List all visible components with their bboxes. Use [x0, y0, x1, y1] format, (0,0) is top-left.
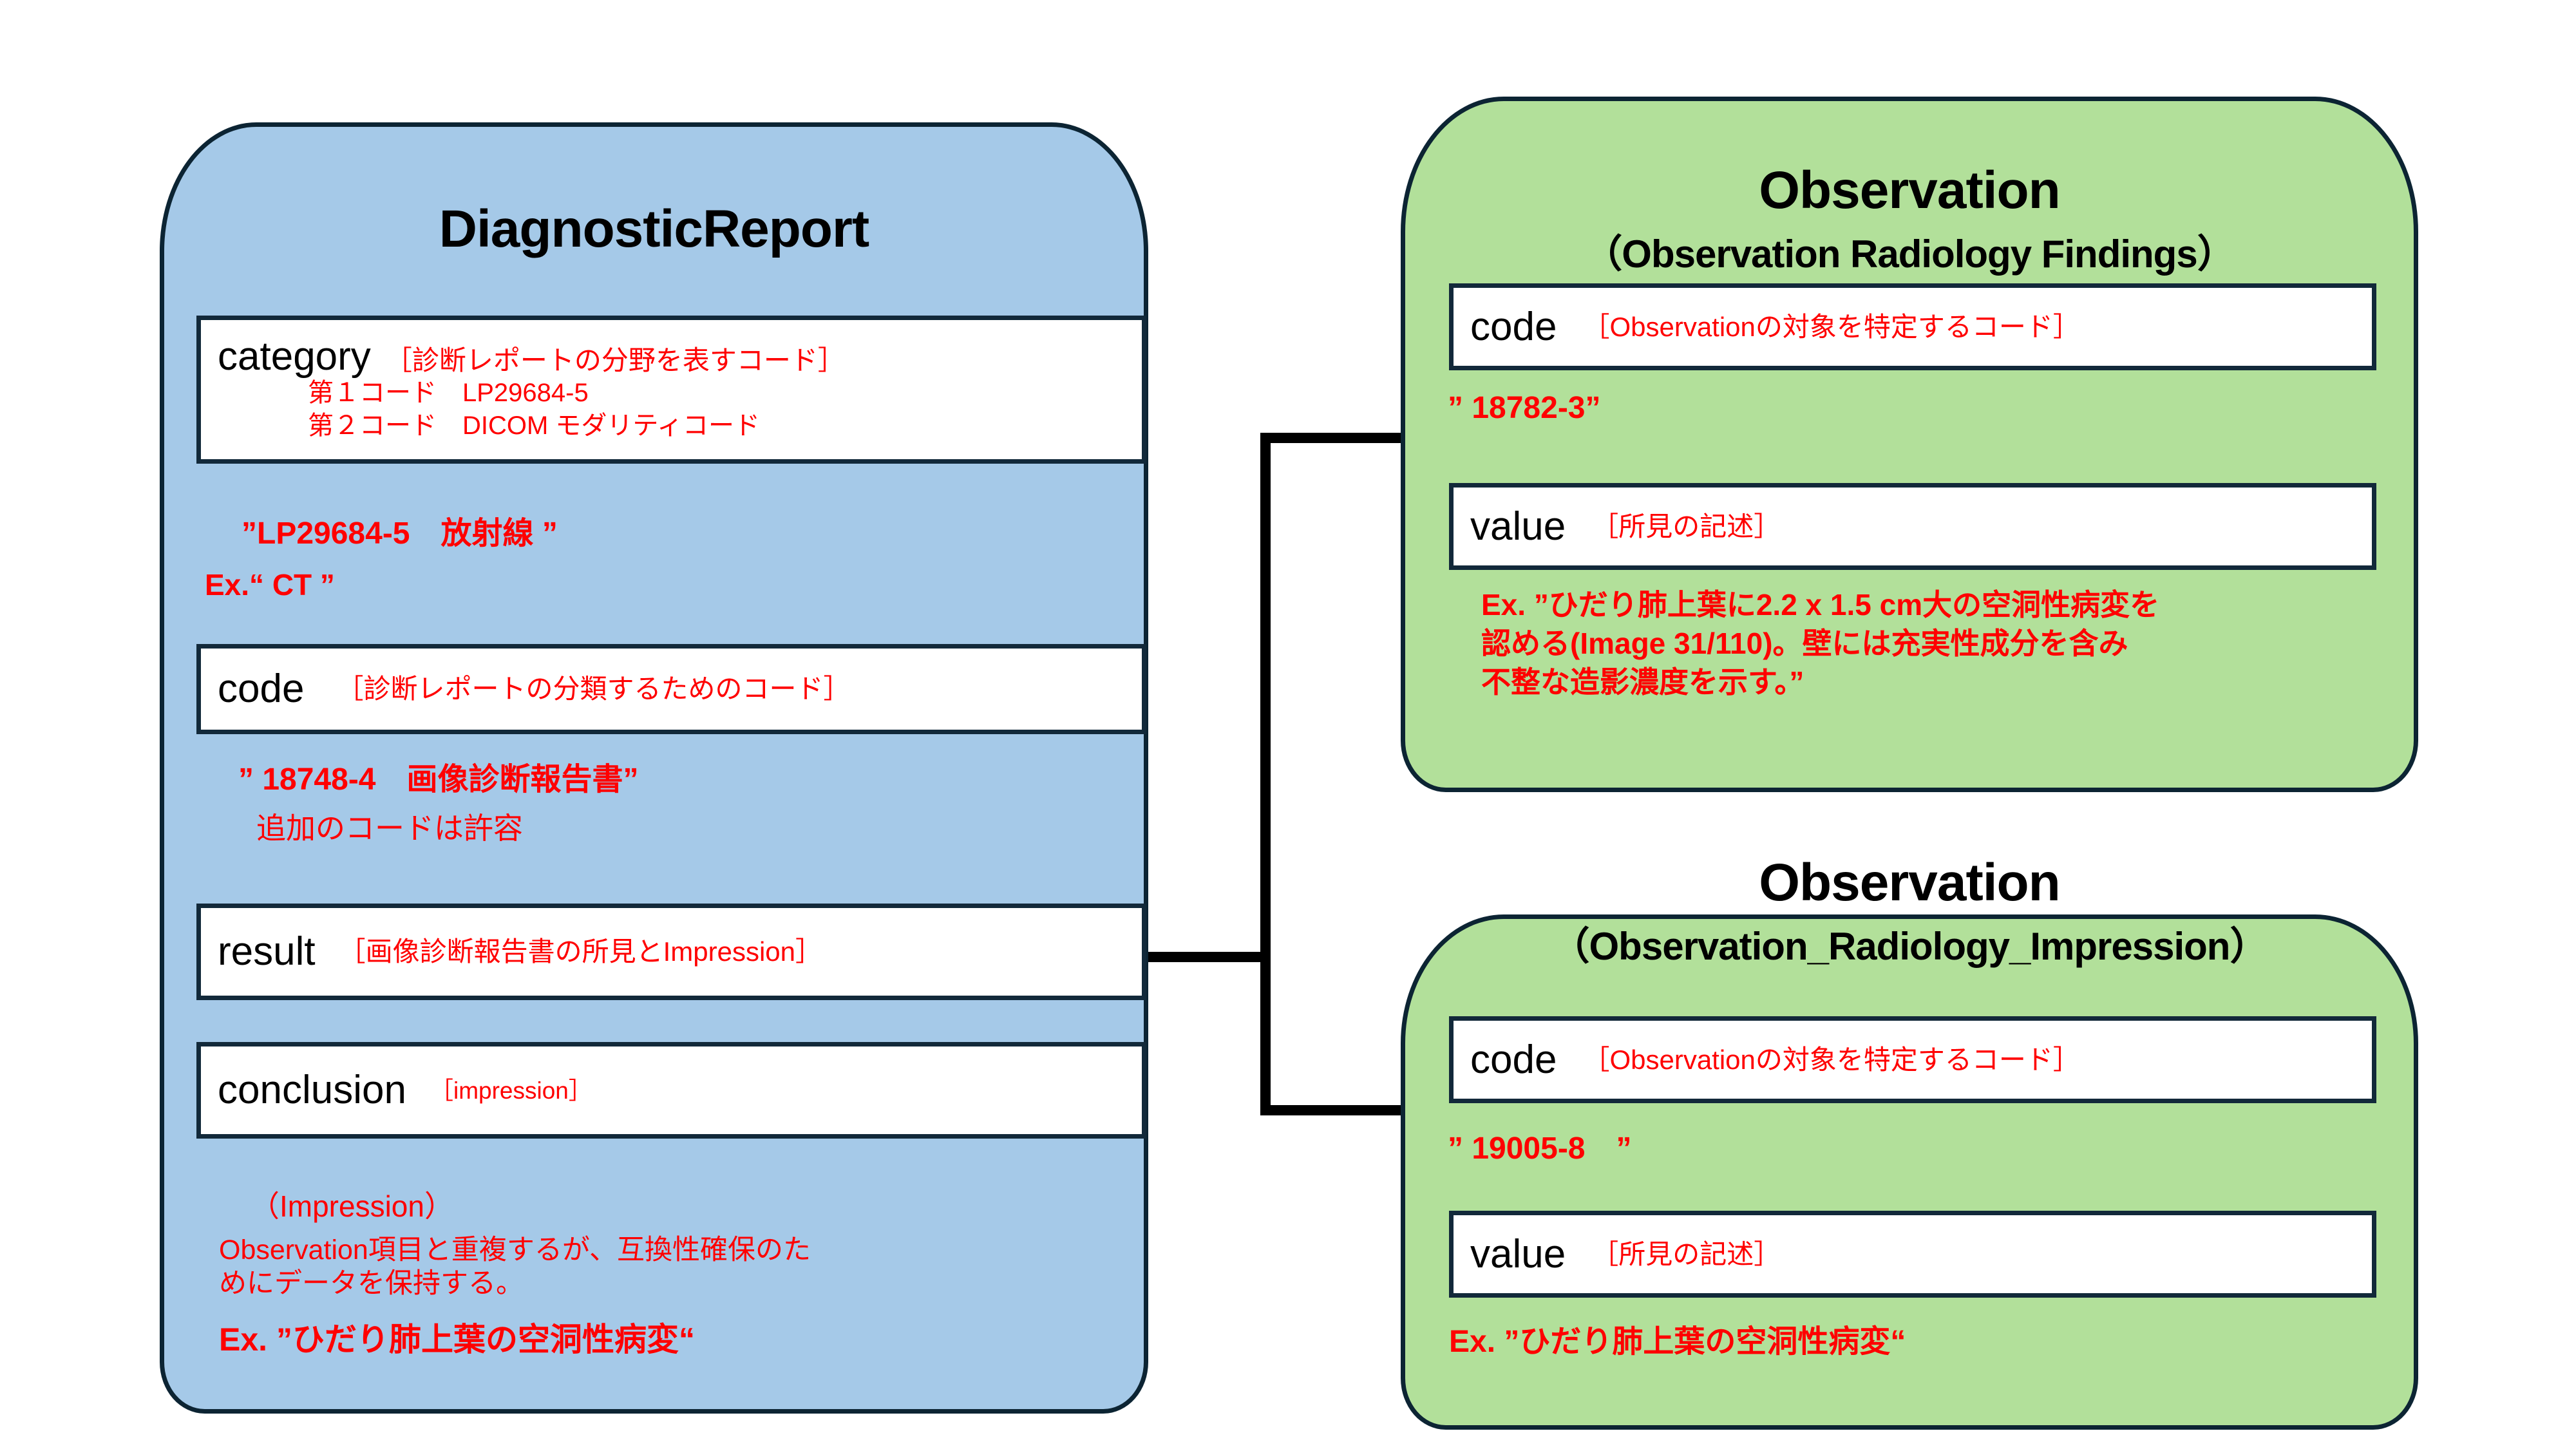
attribute-name-findings-code: code: [1470, 304, 1557, 349]
connector-vertical-spine: [1260, 433, 1271, 1115]
attribute-name-findings-value: value: [1470, 504, 1566, 549]
diagnostic-report-title: DiagnosticReport: [439, 200, 869, 258]
note-impression-heading: （Impression）: [250, 1189, 454, 1223]
category-code-1: 第１コード LP29684-5: [308, 378, 589, 407]
observation-findings-subtitle: （Observation Radiology Findings）: [1584, 232, 2235, 276]
attribute-desc-category: ［診断レポートの分野を表すコード］: [384, 345, 845, 375]
attribute-desc-result: ［画像診断報告書の所見とImpression］: [338, 936, 823, 967]
observation-findings-card: [1401, 97, 2418, 792]
attribute-desc-code: ［診断レポートの分類するためのコード］: [336, 674, 851, 704]
attribute-desc-conclusion: ［impression］: [429, 1077, 592, 1104]
attribute-box-findings-value[interactable]: value ［所見の記述］: [1449, 483, 2376, 570]
attribute-name-category: category: [218, 334, 371, 379]
attribute-box-impression-code[interactable]: code ［Observationの対象を特定するコード］: [1449, 1016, 2376, 1103]
attribute-box-category[interactable]: category ［診断レポートの分野を表すコード］ 第１コード LP29684…: [196, 316, 1146, 464]
note-impression-example: Ex. ”ひだり肺上葉の空洞性病変“: [219, 1321, 695, 1358]
attribute-name-result: result: [218, 929, 316, 974]
note-code-additional: 追加のコードは許容: [256, 811, 523, 845]
attribute-box-result[interactable]: result ［画像診断報告書の所見とImpression］: [196, 904, 1146, 1000]
note-impression-body: Observation項目と重複するが、互換性確保のた めにデータを保持する。: [219, 1235, 811, 1300]
observation-findings-title: Observation: [1759, 161, 2060, 220]
attribute-box-impression-value[interactable]: value ［所見の記述］: [1449, 1211, 2376, 1298]
attribute-box-code[interactable]: code ［診断レポートの分類するためのコード］: [196, 644, 1146, 734]
connector-branch-to-findings: [1260, 433, 1401, 443]
note-impression-value-example: Ex. ”ひだり肺上葉の空洞性病変“: [1449, 1325, 1906, 1359]
connector-result-stem: [1148, 952, 1271, 962]
attribute-desc-findings-value: ［所見の記述］: [1591, 511, 1781, 542]
attribute-box-conclusion[interactable]: conclusion ［impression］: [196, 1042, 1146, 1139]
attribute-name-impression-value: value: [1470, 1231, 1566, 1276]
attribute-desc-impression-value: ［所見の記述］: [1591, 1238, 1781, 1269]
observation-impression-subtitle: （Observation_Radiology_Impression）: [1551, 925, 2269, 968]
attribute-box-findings-code[interactable]: code ［Observationの対象を特定するコード］: [1449, 283, 2376, 370]
attribute-desc-findings-code: ［Observationの対象を特定するコード］: [1582, 311, 2080, 342]
note-impression-code-value: ” 19005-8 ”: [1448, 1132, 1632, 1166]
attribute-name-code: code: [218, 667, 305, 711]
observation-impression-title: Observation: [1759, 853, 2060, 912]
note-findings-value-example: Ex. ”ひだり肺上葉に2.2 x 1.5 cm大の空洞性病変を 認める(Ima…: [1481, 588, 2160, 699]
observation-impression-card: [1401, 914, 2418, 1430]
attribute-name-impression-code: code: [1470, 1037, 1557, 1082]
attribute-desc-impression-code: ［Observationの対象を特定するコード］: [1582, 1044, 2080, 1075]
note-category-value: ”LP29684-5 放射線 ”: [242, 516, 558, 551]
note-code-value: ” 18748-4 画像診断報告書”: [238, 762, 639, 797]
note-category-example: Ex.“ CT ”: [205, 568, 335, 601]
note-findings-code-value: ” 18782-3”: [1448, 391, 1601, 425]
category-code-2: 第２コード DICOM モダリティコード: [308, 412, 761, 440]
attribute-name-conclusion: conclusion: [218, 1068, 406, 1112]
connector-branch-to-impression: [1260, 1105, 1401, 1115]
